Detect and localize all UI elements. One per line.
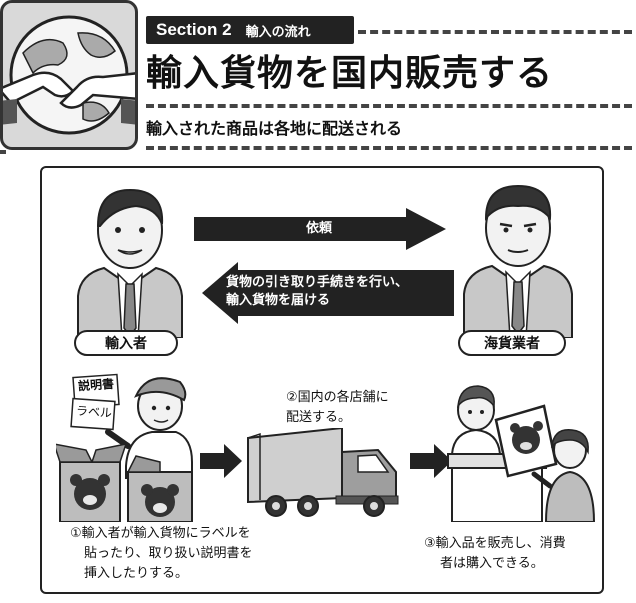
delivery-arrow-label-2: 輸入貨物を届ける [226,293,331,308]
step-3-line-2: 者は購入できる。 [440,556,544,571]
subtitle-divider [146,146,632,150]
forwarder-person-icon [463,184,573,338]
handshake-globe-logo [0,0,138,150]
section-number: Section 2 [156,20,232,39]
step-2-line-1: ②国内の各店舗に [286,390,389,405]
step-1-line-1: ①輸入者が輸入貨物にラベルを [70,526,251,541]
handshake-icon [3,15,135,135]
step-1-line-2: 貼ったり、取り扱い説明書を [84,546,253,561]
importer-person-icon [77,188,183,338]
delivery-arrow-label-1: 貨物の引き取り手続きを行い、 [226,275,409,290]
label-sign: ラベル [75,403,113,421]
side-mark [0,150,6,154]
step-1-line-3: 挿入したりする。 [84,566,189,581]
delivery-arrow-icon [202,262,454,324]
flow-arrow-1-icon [200,444,242,478]
shop-sale-icon [447,385,596,522]
section-tag: Section 2 輸入の流れ [146,16,354,44]
request-arrow-icon [194,208,446,250]
step-3-line-1: ③輸入品を販売し、消費 [424,536,566,551]
section-subtitle: 輸入の流れ [245,24,311,40]
header-divider [358,30,632,34]
manual-sign: 説明書 [77,376,115,394]
step-2-line-2: 配送する。 [286,410,352,425]
request-arrow-label: 依頼 [306,221,333,236]
forwarder-label: 海貨業者 [458,330,566,356]
page-title: 輸入貨物を国内販売する [146,53,554,94]
worker-with-boxes-icon [56,373,193,522]
importer-label: 輸入者 [74,330,178,356]
delivery-truck-icon [247,428,399,517]
flow-arrow-2-icon [410,444,452,478]
title-divider [146,104,632,108]
page-subtitle: 輸入された商品は各地に配送される [146,119,403,138]
